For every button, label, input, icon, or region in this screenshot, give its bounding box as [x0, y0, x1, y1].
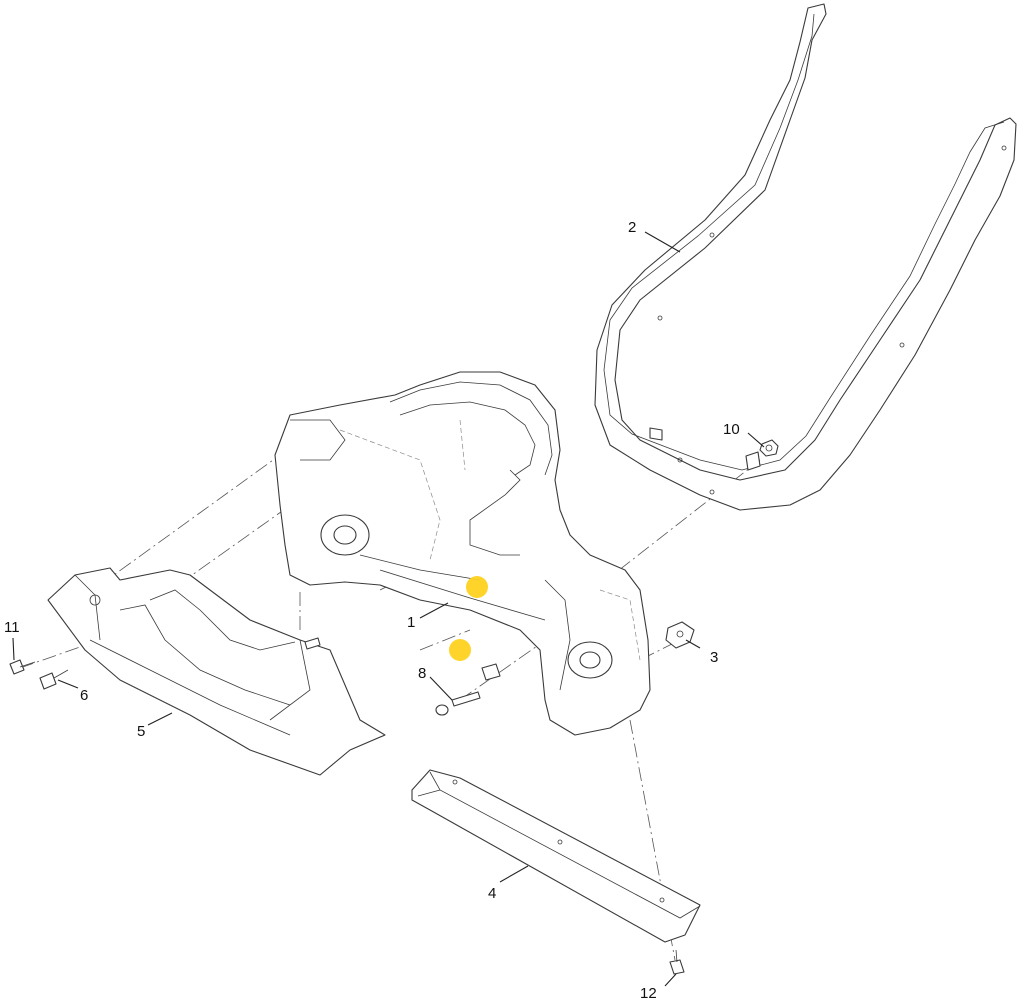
nut-part-10	[759, 439, 779, 457]
callout-12: 12	[640, 985, 657, 1002]
callout-11: 11	[4, 619, 20, 636]
callout-4: 4	[488, 885, 496, 902]
callout-8: 8	[418, 665, 426, 682]
callout-5: 5	[137, 723, 145, 740]
bolt-part-11	[9, 659, 36, 675]
leader-lines	[12, 231, 765, 987]
callout-3: 3	[710, 649, 718, 666]
bolt-part-12	[669, 949, 685, 975]
handle-frame	[594, 3, 1017, 511]
main-housing	[274, 371, 651, 736]
callout-1: 1	[407, 614, 415, 631]
square-washer	[481, 663, 501, 681]
highlight-marker	[466, 576, 488, 598]
highlight-marker	[449, 639, 471, 661]
callout-6: 6	[80, 687, 88, 704]
callout-2: 2	[628, 219, 636, 236]
shroud-part-5	[47, 567, 386, 776]
scraper-bar-part-4	[411, 769, 701, 943]
bolt-part-6	[39, 669, 69, 690]
callout-labels: 1 2 3 4 5 6 8 10 11 12	[4, 219, 740, 1002]
clip-part-3	[665, 621, 695, 649]
callout-10: 10	[723, 421, 740, 438]
carriage-bolt-part-8	[435, 691, 481, 716]
highlight-markers	[449, 576, 488, 661]
